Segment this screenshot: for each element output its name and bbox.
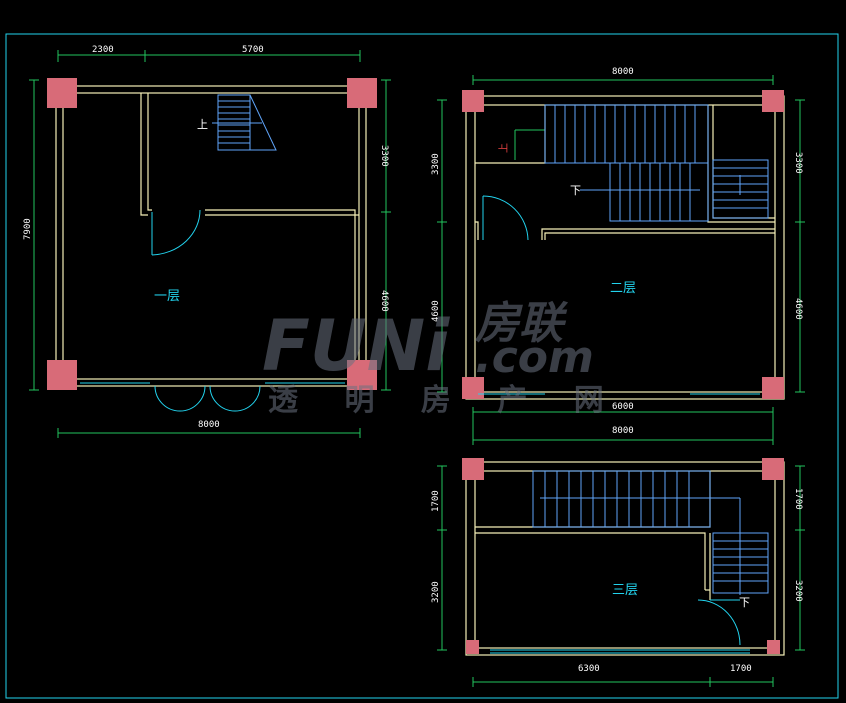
watermark-tagline: 透 明 房 产 网 bbox=[268, 383, 622, 418]
dim-top: 8000 bbox=[612, 67, 634, 77]
dim-right-1: 3300 bbox=[793, 152, 803, 174]
watermark: FUNi 房联 .com 透 明 房 产 网 bbox=[262, 298, 622, 418]
dim-bottom-2: 1700 bbox=[730, 664, 752, 674]
plan-first-floor: 2300 5700 7900 3300 4600 8000 一层 上 bbox=[23, 45, 391, 438]
stair-second-floor bbox=[544, 104, 769, 222]
stair-up-mark: 上 bbox=[498, 143, 510, 153]
dim-bottom-1: 6000 bbox=[612, 402, 634, 412]
dim-right-1: 1700 bbox=[793, 488, 803, 510]
dim-left-2: 3200 bbox=[431, 581, 441, 603]
dim-top-1: 2300 bbox=[92, 45, 114, 55]
stair-third-floor bbox=[532, 470, 769, 595]
watermark-brand: FUNi bbox=[262, 305, 450, 387]
dim-right-2: 4600 bbox=[793, 298, 803, 320]
dim-bottom-2: 8000 bbox=[612, 426, 634, 436]
plan-third-floor: 1700 3200 1700 3200 6300 1700 三层 下 bbox=[431, 458, 805, 687]
plan-second-floor: 8000 3300 4600 3300 4600 6000 8000 二层 上 … bbox=[431, 67, 805, 445]
dim-right-2: 3200 bbox=[793, 580, 803, 602]
dimension-texts-third: 1700 3200 1700 3200 6300 1700 bbox=[431, 488, 803, 674]
dim-left-1: 3300 bbox=[431, 153, 441, 175]
dim-right-1: 3300 bbox=[379, 145, 389, 167]
floor-label: 三层 bbox=[612, 583, 638, 598]
drawing-frame bbox=[5, 33, 839, 699]
floor-label: 一层 bbox=[154, 289, 180, 304]
dimension-texts-second: 8000 3300 4600 3300 4600 6000 8000 bbox=[431, 67, 803, 436]
stair-up-mark: 上 bbox=[197, 118, 208, 131]
watermark-com: .com bbox=[475, 332, 594, 383]
stair-first-floor bbox=[212, 94, 277, 151]
stair-down-mark: 下 bbox=[570, 184, 581, 197]
dim-left-2: 4600 bbox=[431, 300, 441, 322]
dim-left-1: 1700 bbox=[431, 490, 441, 512]
dim-left: 7900 bbox=[23, 218, 33, 240]
watermark-cn: 房联 bbox=[474, 298, 569, 349]
dim-bottom: 8000 bbox=[198, 420, 220, 430]
dim-bottom-1: 6300 bbox=[578, 664, 600, 674]
dimension-texts-first: 2300 5700 7900 3300 4600 8000 bbox=[23, 45, 389, 430]
dim-top-2: 5700 bbox=[242, 45, 264, 55]
floor-label: 二层 bbox=[610, 281, 636, 296]
column-markers bbox=[47, 78, 377, 390]
stair-down-mark: 下 bbox=[739, 596, 750, 609]
dim-right-2: 4600 bbox=[379, 290, 389, 312]
